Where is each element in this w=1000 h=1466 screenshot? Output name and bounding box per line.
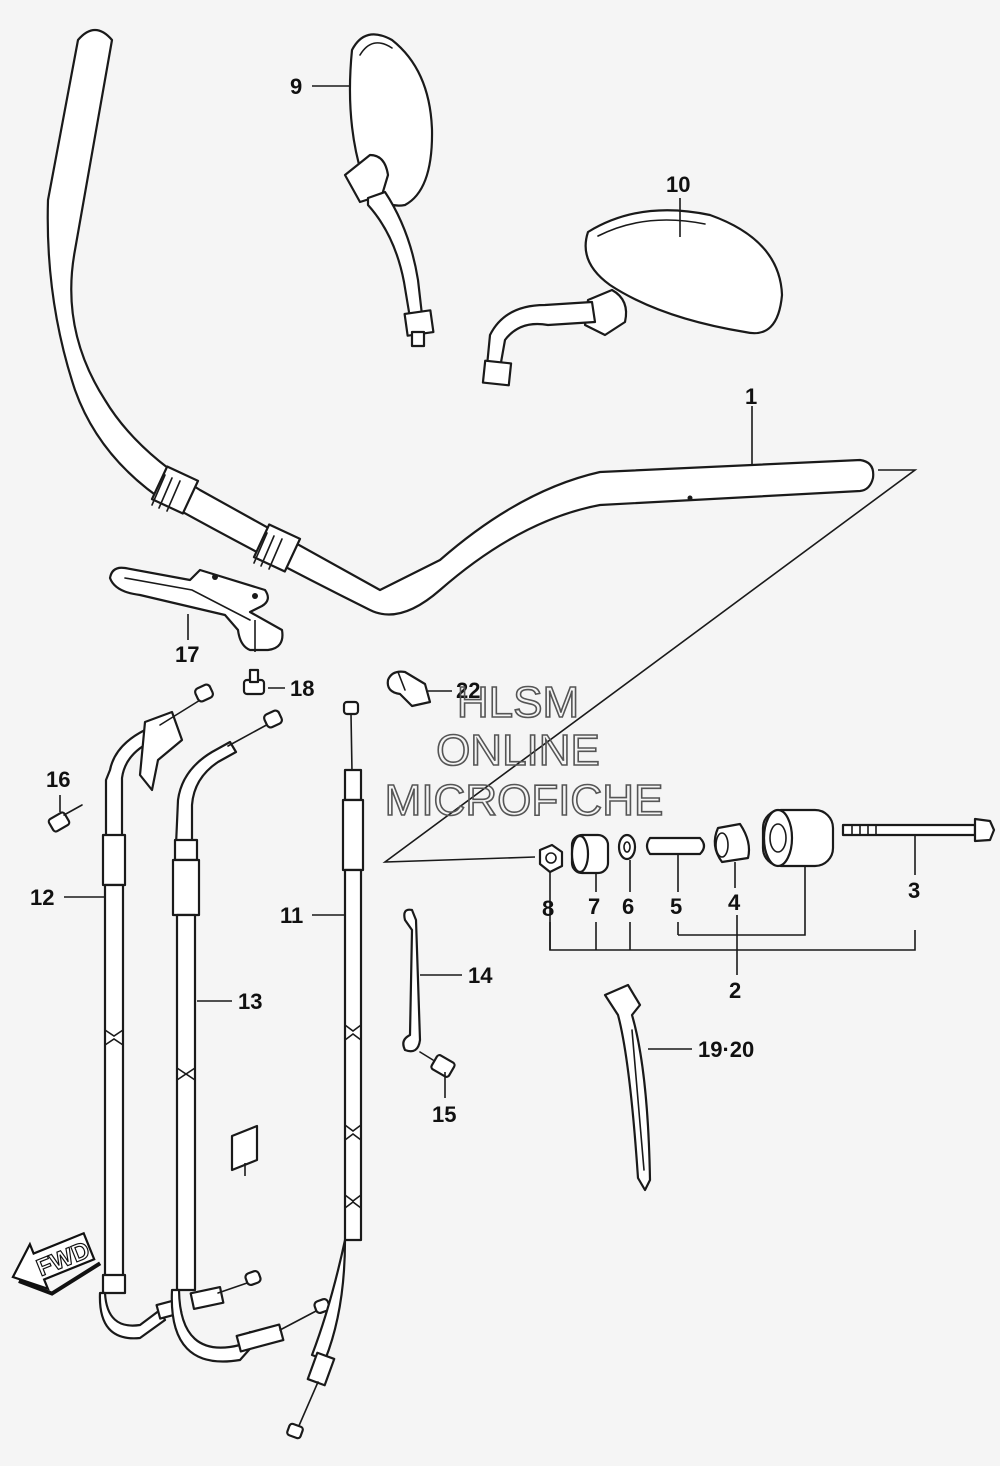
callout-3: 3	[908, 878, 920, 903]
warning-label-22[interactable]	[230, 1124, 259, 1172]
handlebar[interactable]	[46, 28, 875, 616]
balancer-2[interactable]	[761, 808, 835, 868]
callout-7: 7	[588, 894, 600, 919]
bar-end-guide-lines	[382, 469, 918, 863]
callout-10: 10	[666, 172, 690, 197]
throttle-cable-12[interactable]	[98, 683, 214, 1340]
callout-15: 15	[432, 1102, 456, 1127]
screw-16[interactable]	[47, 804, 83, 833]
callout-19-20: 19·20	[698, 1037, 754, 1062]
callout-labels: 9 10 1 17 18 22 16 12 8 7 6 5 4 3 11 14 …	[30, 74, 920, 1127]
callout-2: 2	[729, 978, 741, 1003]
clutch-cable-11[interactable]	[286, 700, 365, 1440]
callout-12: 12	[30, 885, 54, 910]
screw-3[interactable]	[841, 817, 996, 843]
cable-clamp[interactable]	[386, 670, 432, 708]
watermark-line-2: ONLINE	[436, 726, 600, 775]
watermark: HLSM ONLINE MICROFICHE	[384, 677, 664, 826]
weight-7[interactable]	[570, 833, 610, 875]
watermark-line-3: MICROFICHE	[385, 776, 664, 825]
rubber-4[interactable]	[713, 822, 751, 864]
callout-13: 13	[238, 989, 262, 1014]
washer-6[interactable]	[617, 833, 637, 861]
forward-direction-arrow: FWD	[11, 1231, 102, 1296]
watermark-line-1: HLSM	[457, 678, 579, 727]
throttle-cable-13[interactable]	[170, 709, 331, 1363]
callout-11: 11	[280, 903, 303, 928]
mirror-right[interactable]	[481, 209, 784, 387]
callout-9: 9	[290, 74, 302, 99]
leader-lines	[59, 85, 916, 1176]
callout-1: 1	[745, 384, 757, 409]
bolt-18[interactable]	[242, 668, 266, 696]
callout-21: 22	[456, 678, 480, 703]
callout-17: 17	[175, 642, 199, 667]
callout-8: 8	[542, 896, 554, 921]
bolt-15[interactable]	[419, 1051, 456, 1078]
callout-16: 16	[46, 767, 70, 792]
mirror-left[interactable]	[343, 33, 435, 348]
callout-6: 6	[622, 894, 634, 919]
collar-5[interactable]	[645, 836, 706, 856]
callout-18: 18	[290, 676, 314, 701]
callout-14: 14	[468, 963, 493, 988]
tie-band[interactable]	[603, 983, 652, 1192]
cable-guide-bracket[interactable]	[108, 566, 284, 652]
callout-4: 4	[728, 890, 741, 915]
callout-5: 5	[670, 894, 682, 919]
nut-8[interactable]	[538, 843, 564, 874]
hose-clamp-14[interactable]	[402, 908, 422, 1053]
